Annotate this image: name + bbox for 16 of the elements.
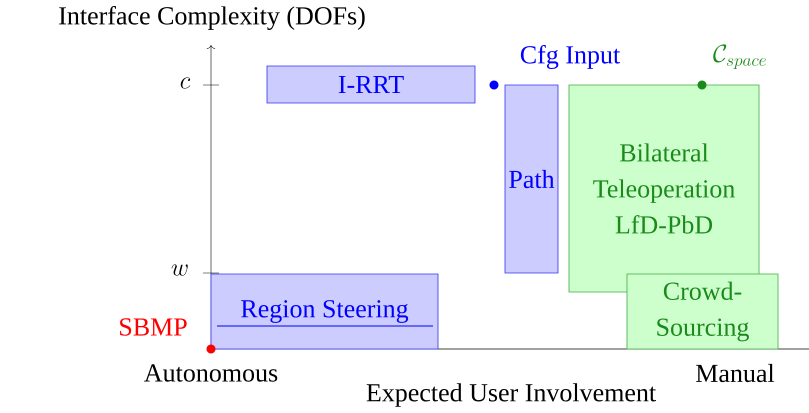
region-box: I-RRT (266, 66, 476, 104)
point-dot (490, 80, 498, 90)
region-box: Path (504, 84, 558, 274)
point-dot (206, 344, 216, 354)
axis-title: Interface Complexity (DOFs) (59, 6, 365, 30)
tick-label: $c$ (180, 77, 190, 89)
region-box: Region Steering (210, 274, 438, 350)
point-label: Cfg Input (520, 45, 620, 69)
region-box: Crowd-Sourcing (626, 274, 778, 350)
tick-label: $w$ (172, 264, 188, 276)
axis-end-label: Manual (696, 364, 774, 382)
point-label: $\mathcal{C}_{space}$ (713, 44, 766, 70)
point-label: SBMP (120, 318, 187, 336)
point-dot (698, 80, 706, 90)
axis-title: Expected User Involvement (366, 383, 656, 407)
axis-end-label: Autonomous (144, 364, 278, 382)
